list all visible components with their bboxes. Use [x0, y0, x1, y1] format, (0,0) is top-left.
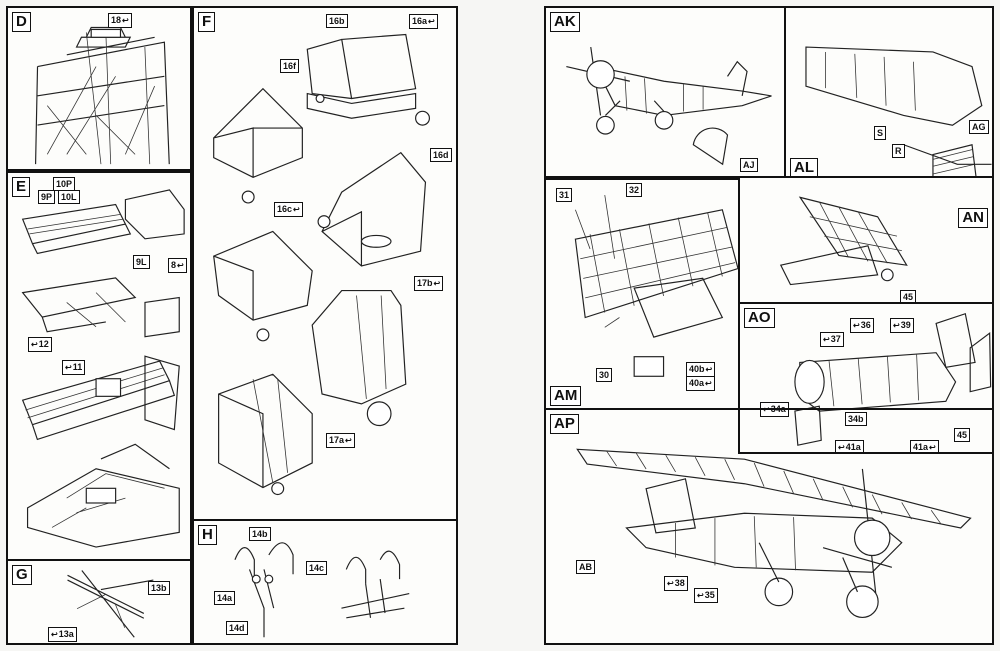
- panel-ap-label: AP: [550, 414, 579, 434]
- callout-18: 18: [108, 13, 132, 28]
- callout-35: 35: [694, 588, 718, 603]
- panel-am-drawing: [574, 195, 738, 377]
- callout-45-ao: 45: [954, 428, 971, 442]
- callout-14d: 14d: [226, 621, 248, 635]
- panel-ak-drawing: [566, 46, 772, 166]
- panel-g-label: G: [12, 565, 32, 585]
- callout-17a: 17a: [326, 433, 355, 448]
- callout-38: 38: [664, 576, 688, 591]
- callout-12: 12: [28, 337, 52, 352]
- callout-9p: 9P: [38, 190, 56, 204]
- panel-h-drawing: [234, 542, 410, 638]
- left-instruction-page: D 18 E 10P 9P 10L 9L 8 12 11: [6, 6, 458, 645]
- callout-34b: 34b: [845, 412, 867, 426]
- panel-an: AN 45: [738, 176, 994, 304]
- callout-ag: AG: [969, 120, 989, 134]
- callout-37: 37: [820, 332, 844, 347]
- callout-8: 8: [168, 258, 187, 273]
- callout-16b: 16b: [326, 14, 348, 28]
- callout-10p: 10P: [53, 177, 76, 191]
- callout-40b: 40b: [686, 362, 716, 377]
- panel-g-drawing: [67, 570, 154, 638]
- panel-g: G 13b 13a: [6, 559, 192, 645]
- callout-45-an: 45: [900, 290, 917, 302]
- callout-16c: 16c: [274, 202, 303, 217]
- panel-ap-drawing: [576, 448, 972, 619]
- panel-e-drawing: [21, 189, 185, 548]
- panel-d: D 18: [6, 6, 192, 171]
- panel-an-drawing: [779, 196, 908, 286]
- callout-aj: AJ: [740, 158, 758, 172]
- callout-16d: 16d: [430, 148, 452, 162]
- panel-h: H 14b 14c 14a 14d: [192, 519, 458, 645]
- panel-f: F 16b 16a 16f 16d 16c 17b 17a: [192, 6, 458, 521]
- panel-f-drawing: [213, 33, 430, 496]
- panel-d-drawing: [34, 26, 170, 165]
- callout-13b: 13b: [148, 581, 170, 595]
- callout-10l: 10L: [58, 190, 80, 204]
- panel-ak: AK AJ: [544, 6, 786, 178]
- callout-ab: AB: [576, 560, 595, 574]
- callout-14c: 14c: [306, 561, 328, 575]
- callout-14b: 14b: [249, 527, 271, 541]
- callout-39: 39: [890, 318, 914, 333]
- panel-al-label: AL: [790, 158, 818, 176]
- callout-40a: 40a: [686, 376, 715, 391]
- callout-16f: 16f: [280, 59, 300, 73]
- panel-ao: AO 37 36 39 34a 34b 41a 41a 45: [738, 302, 994, 454]
- panel-ao-drawing: [794, 312, 992, 446]
- panel-al: AL S AG R: [784, 6, 994, 178]
- callout-s: S: [874, 126, 887, 140]
- callout-16a: 16a: [409, 14, 438, 29]
- callout-36: 36: [850, 318, 874, 333]
- callout-32: 32: [626, 183, 643, 197]
- panel-h-label: H: [198, 525, 217, 545]
- panel-al-drawing: [805, 46, 992, 176]
- panel-ao-label: AO: [744, 308, 775, 328]
- panel-am: AM 31 32 30 40b 40a: [544, 178, 740, 410]
- panel-ak-label: AK: [550, 12, 580, 32]
- panel-am-label: AM: [550, 386, 582, 406]
- panel-e: E 10P 9P 10L 9L 8 12 11: [6, 171, 192, 561]
- callout-31: 31: [556, 188, 573, 202]
- callout-13a: 13a: [48, 627, 77, 642]
- callout-41a-left: 41a: [835, 440, 864, 452]
- callout-17b: 17b: [414, 276, 444, 291]
- panel-ap: AP AB 38 35: [544, 408, 994, 645]
- callout-14a: 14a: [214, 591, 236, 605]
- callout-9l: 9L: [133, 255, 150, 269]
- panel-f-label: F: [198, 12, 216, 32]
- callout-11: 11: [62, 360, 86, 375]
- panel-e-label: E: [12, 177, 31, 197]
- callout-r: R: [892, 144, 905, 158]
- panel-an-label: AN: [958, 208, 988, 228]
- callout-30: 30: [596, 368, 613, 382]
- right-instruction-page: AK AJ AL S AG R AM 31 32 30 40b 40a: [544, 6, 994, 645]
- callout-41a-right: 41a: [910, 440, 939, 452]
- panel-d-label: D: [12, 12, 31, 32]
